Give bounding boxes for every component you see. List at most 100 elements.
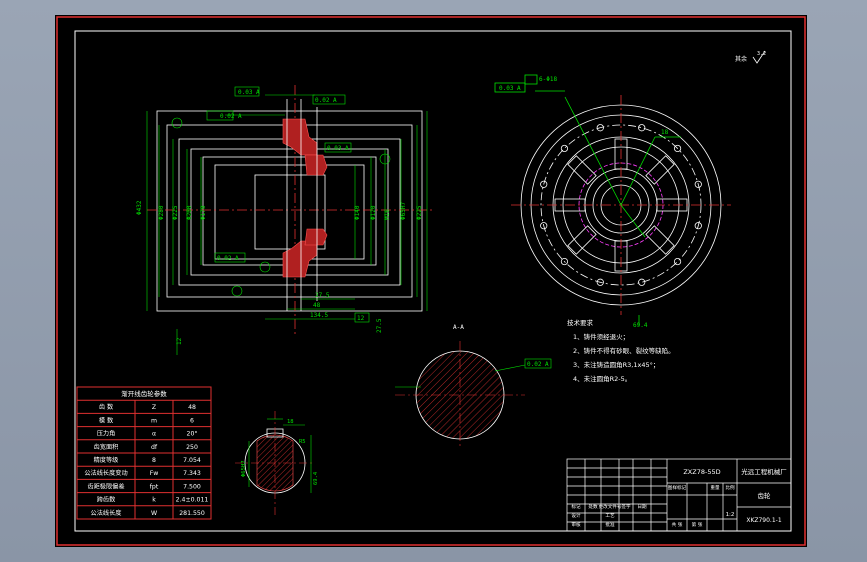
dim-vert-2: 27.5 bbox=[376, 318, 383, 333]
title-part-name: 齿轮 bbox=[758, 491, 772, 500]
bolt-hole bbox=[596, 278, 604, 286]
section-label: A-A bbox=[453, 324, 464, 331]
table-cell: 48 bbox=[188, 404, 196, 411]
dim-dia-5: Φ170 bbox=[200, 205, 207, 220]
roughness-note: 其余 3.2 bbox=[735, 50, 766, 64]
dim-length-3: 27.5 bbox=[315, 292, 330, 299]
bolt-hole bbox=[540, 222, 548, 230]
bolt-hole bbox=[560, 257, 569, 266]
title-cell: 日期 bbox=[637, 504, 647, 510]
dim-dia-4: Φ200 bbox=[186, 205, 193, 220]
table-cell: fpt bbox=[150, 483, 159, 490]
svg-text:其余: 其余 bbox=[735, 55, 747, 63]
title-cell: 设计 bbox=[571, 512, 581, 519]
title-cell: 图样标记 bbox=[668, 484, 687, 491]
title-cell: 标记 bbox=[571, 503, 581, 510]
bolt-hole bbox=[638, 124, 646, 132]
dim-length-2: 48 bbox=[313, 302, 321, 309]
front-tol-frame: 0.03 A bbox=[499, 85, 521, 92]
table-cell: 2.4±0.011 bbox=[176, 497, 209, 504]
dim-dia-7: Φ120 bbox=[370, 205, 377, 220]
title-cell: 工艺 bbox=[605, 513, 615, 519]
title-cell: 更改文件号 bbox=[599, 503, 622, 510]
front-holes-label: 6-Φ18 bbox=[539, 76, 557, 83]
table-cell: 齿宽面积 bbox=[94, 443, 119, 451]
dim-dia-6: Φ140 bbox=[354, 205, 361, 220]
title-company: 光远工程机械厂 bbox=[741, 467, 787, 476]
svg-text:技术要求: 技术要求 bbox=[567, 318, 594, 327]
table-cell: 齿距极限偏差 bbox=[87, 482, 124, 490]
dim-dia-3: Φ225 bbox=[172, 205, 179, 220]
section-aa-view: A-A 0.02 A bbox=[395, 324, 552, 449]
drawing-canvas: 0.02 A 0.03 A 0.02 A 0.03 A 0.02 A 134.5… bbox=[56, 16, 806, 546]
tech-requirements: 技术要求 1、铸件须经退火； 2、铸件不得有砂眼、裂纹等缺陷。 3、未注铸造圆角… bbox=[567, 318, 675, 383]
table-cell: 公法线长度 bbox=[91, 509, 122, 517]
table-cell: 齿 数 bbox=[99, 403, 114, 411]
outer-frame bbox=[56, 16, 806, 546]
dim-dia-2: Φ280 bbox=[158, 205, 165, 220]
table-cell: 8 bbox=[152, 457, 156, 464]
cad-viewport[interactable]: 0.02 A 0.03 A 0.02 A 0.03 A 0.02 A 134.5… bbox=[55, 15, 807, 547]
bolt-hole bbox=[673, 144, 682, 153]
keyway-detail: 18 Φ65H7 69.4 R5 bbox=[235, 411, 319, 515]
table-cell: 281.550 bbox=[179, 510, 205, 517]
table-cell: 6 bbox=[190, 417, 194, 424]
table-cell: 20° bbox=[187, 430, 198, 438]
table-cell: Z bbox=[152, 404, 156, 411]
table-cell: k bbox=[152, 497, 156, 504]
dim-dia-10: Φ225 bbox=[416, 205, 423, 220]
table-cell: 模 数 bbox=[99, 416, 114, 424]
table-cell: 精度等级 bbox=[94, 456, 119, 464]
table-cell: 7.054 bbox=[183, 457, 201, 464]
tol-frame-3: 0.02 A bbox=[315, 97, 337, 104]
tol-frame-1: 0.02 A bbox=[220, 113, 242, 120]
table-cell: 7.343 bbox=[183, 470, 201, 477]
table-cell: W bbox=[151, 510, 157, 517]
svg-text:3.2: 3.2 bbox=[757, 51, 766, 57]
title-cell: 审核 bbox=[571, 521, 581, 528]
svg-text:2、铸件不得有砂眼、裂纹等缺陷。: 2、铸件不得有砂眼、裂纹等缺陷。 bbox=[573, 346, 675, 355]
title-model-no: ZXZ78-55D bbox=[683, 468, 720, 476]
tol-frame-5: 0.02 A bbox=[217, 255, 239, 262]
svg-text:4、未注圆角R2-5。: 4、未注圆角R2-5。 bbox=[573, 374, 631, 383]
aa-tol-frame: 0.02 A bbox=[527, 361, 549, 368]
title-cell: 比例 bbox=[725, 484, 735, 491]
title-cell: 重量 bbox=[710, 484, 720, 491]
dim-vert-1: 12 bbox=[176, 337, 183, 345]
title-cell: 签字 bbox=[621, 503, 631, 510]
title-part-code: XKZ790.1-1 bbox=[746, 517, 781, 524]
front-view bbox=[494, 74, 731, 325]
title-cell: 第 张 bbox=[692, 521, 703, 528]
dim-length-4: 12 bbox=[357, 315, 365, 322]
title-scale: 1:2 bbox=[726, 512, 735, 518]
table-cell: 250 bbox=[186, 444, 198, 451]
table-cell: df bbox=[151, 444, 158, 451]
table-cell: m bbox=[151, 417, 157, 424]
front-keyway-label: 18 bbox=[661, 129, 669, 136]
front-depth-label: 69.4 bbox=[633, 322, 648, 329]
keyway-width: 18 bbox=[287, 419, 294, 425]
table-cell: Fw bbox=[150, 470, 159, 477]
bolt-hole bbox=[596, 124, 604, 132]
table-cell: 公法线长度变动 bbox=[84, 469, 127, 477]
table-cell: 跨齿数 bbox=[97, 496, 116, 504]
svg-text:1、铸件须经退火；: 1、铸件须经退火； bbox=[573, 332, 629, 341]
title-cell: 批准 bbox=[605, 521, 615, 528]
tol-frame-2: 0.03 A bbox=[238, 89, 260, 96]
bolt-hole bbox=[560, 144, 569, 153]
bolt-hole bbox=[694, 222, 702, 230]
table-cell: 压力角 bbox=[97, 430, 116, 438]
bolt-hole bbox=[540, 180, 548, 188]
title-cell: 共 张 bbox=[672, 521, 683, 528]
table-cell: α bbox=[152, 431, 156, 438]
bolt-hole bbox=[673, 257, 682, 266]
tol-frame-4: 0.03 A bbox=[327, 145, 349, 152]
title-block: ZXZ78-55D 光远工程机械厂齿轮 XKZ790.1-1 1:2 标记处数更改文件号… bbox=[566, 458, 792, 532]
title-cell: 处数 bbox=[588, 503, 598, 510]
dim-dia-8: M16 bbox=[384, 209, 391, 220]
table-cell: 7.500 bbox=[183, 483, 201, 490]
dim-dia-9: Φ65H7 bbox=[400, 202, 407, 220]
keyway-radius: R5 bbox=[299, 439, 306, 445]
svg-text:3、未注铸造圆角R3,1x45°；: 3、未注铸造圆角R3,1x45°； bbox=[573, 360, 659, 369]
